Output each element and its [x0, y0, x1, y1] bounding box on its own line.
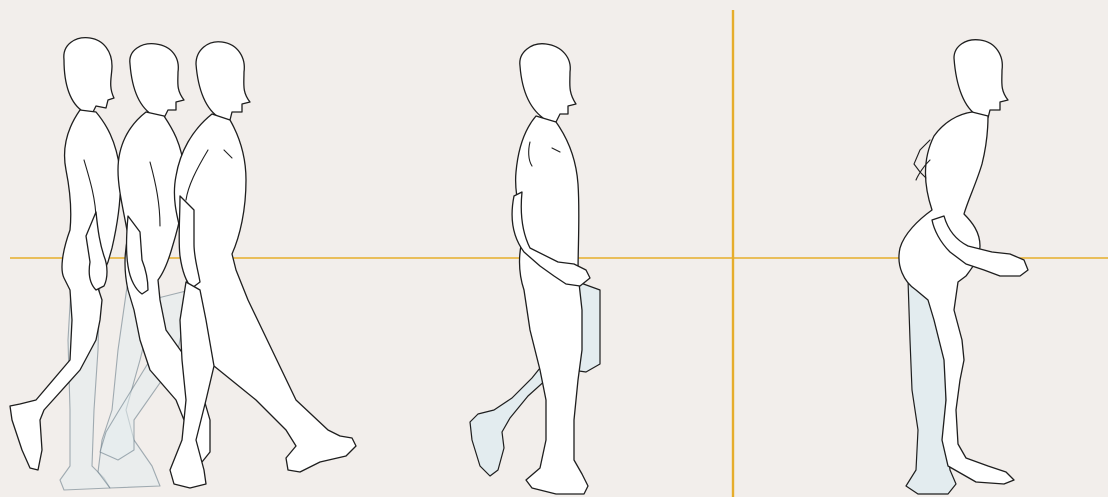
body-frame-1	[10, 110, 121, 470]
high-knee-step-panel	[899, 40, 1028, 494]
walking-sequence-panel	[10, 38, 356, 490]
walking-stance-panel	[470, 44, 600, 494]
walking-figure-frame-3	[170, 42, 356, 488]
head-frame-3	[196, 42, 250, 120]
head-frame-1	[64, 38, 114, 114]
body-stance	[516, 116, 588, 494]
head-frame-2	[130, 44, 184, 118]
walking-figure-frame-1	[10, 38, 121, 470]
head-stance	[520, 44, 576, 122]
head-step	[954, 40, 1008, 118]
